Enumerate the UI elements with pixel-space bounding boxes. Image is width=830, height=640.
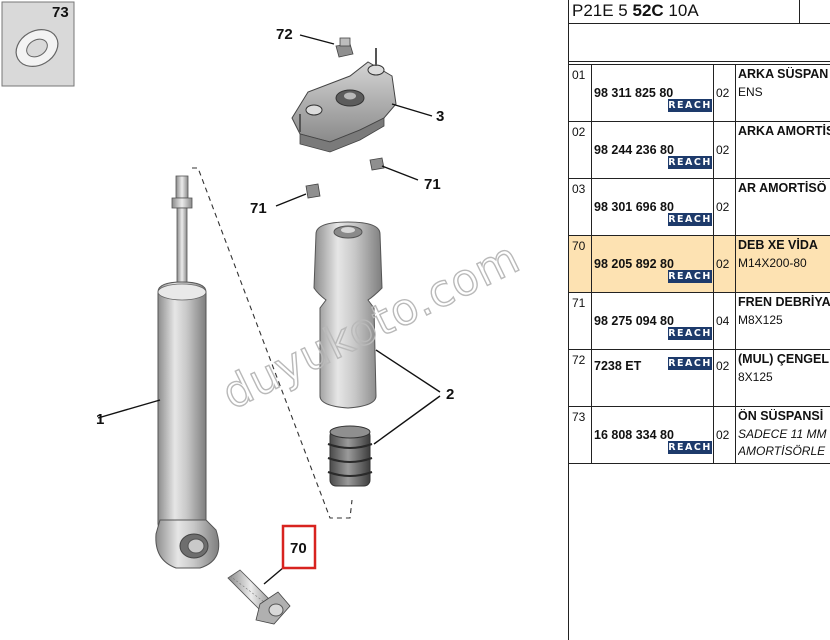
part-description: AR AMORTİSÖ [738, 181, 827, 195]
column-divider [735, 179, 736, 235]
assembly-guide-line [192, 167, 353, 519]
reach-badge: REACH [668, 357, 712, 370]
part-row[interactable]: 71 98 275 094 80 REACH 04 FREN DEBRİYA M… [569, 293, 830, 350]
exploded-diagram: 73 72 3 71 71 [1, 1, 529, 625]
part-row[interactable]: 01 98 311 825 80 REACH 02 ARKA SÜSPAN EN… [569, 65, 830, 122]
reach-badge: REACH [668, 270, 712, 283]
header-spacer [569, 24, 830, 62]
part-ref: 73 [572, 410, 586, 424]
part-description: ARKA AMORTİS [738, 124, 830, 138]
callout-71-right: 71 [424, 176, 441, 193]
part-number[interactable]: 98 311 825 80 [594, 86, 674, 100]
column-divider [713, 65, 714, 121]
part-row[interactable]: 70 98 205 892 80 REACH 02 DEB XE VİDA M1… [569, 236, 830, 293]
column-divider [713, 179, 714, 235]
part-qty: 02 [716, 143, 730, 157]
bump-stop: 2 [327, 386, 454, 487]
callout-72: 72 [276, 26, 293, 43]
column-divider [591, 179, 592, 235]
column-divider [591, 350, 592, 406]
part-ref: 71 [572, 296, 586, 310]
part-note-2: AMORTİSÖRLE [738, 444, 826, 458]
nut-71-right: 71 [369, 157, 441, 193]
part-ref: 01 [572, 68, 586, 82]
column-divider [713, 293, 714, 349]
column-divider [591, 65, 592, 121]
column-divider [591, 236, 592, 292]
reach-badge: REACH [668, 327, 712, 340]
parts-header: P21E 5 52C 10A [569, 0, 830, 24]
part-qty: 02 [716, 359, 730, 373]
header-rule [569, 62, 830, 65]
header-divider [799, 0, 800, 24]
callout-3: 3 [436, 108, 444, 125]
part-row[interactable]: 72 7238 ET REACH 02 (MUL) ÇENGEL 8X125 [569, 350, 830, 407]
parts-panel: P21E 5 52C 10A 01 98 311 825 80 REACH 02… [568, 0, 830, 640]
part-description: DEB XE VİDA [738, 238, 818, 252]
column-divider [713, 407, 714, 463]
part-number[interactable]: 98 205 892 80 [594, 257, 674, 271]
column-divider [713, 236, 714, 292]
column-divider [735, 122, 736, 178]
nut-71-left: 71 [250, 183, 321, 217]
catalog-code: P21E 5 52C 10A [572, 1, 699, 20]
part-ref: 72 [572, 353, 586, 367]
part-row[interactable]: 73 16 808 334 80 REACH 02 ÖN SÜSPANSİ SA… [569, 407, 830, 464]
part-note: 8X125 [738, 370, 773, 384]
part-qty: 02 [716, 257, 730, 271]
part-description: FREN DEBRİYA [738, 295, 830, 309]
reach-badge: REACH [668, 213, 712, 226]
part-note: ENS [738, 85, 763, 99]
top-mount: 3 [291, 48, 444, 153]
part-ref: 02 [572, 125, 586, 139]
part-number[interactable]: 98 244 236 80 [594, 143, 674, 157]
part-number[interactable]: 98 275 094 80 [594, 314, 674, 328]
column-divider [735, 407, 736, 463]
callout-2: 2 [446, 386, 454, 403]
column-divider [713, 122, 714, 178]
part-note: M8X125 [738, 313, 783, 327]
part-number[interactable]: 98 301 696 80 [594, 200, 674, 214]
column-divider [735, 65, 736, 121]
column-divider [591, 122, 592, 178]
part-ref: 03 [572, 182, 586, 196]
column-divider [591, 407, 592, 463]
callout-71-left: 71 [250, 200, 267, 217]
part-row[interactable]: 02 98 244 236 80 REACH 02 ARKA AMORTİS [569, 122, 830, 179]
part-row[interactable]: 03 98 301 696 80 REACH 02 AR AMORTİSÖ [569, 179, 830, 236]
bolt-70: 70 [227, 524, 317, 625]
column-divider [735, 293, 736, 349]
part-description: ARKA SÜSPAN [738, 67, 829, 81]
reach-badge: REACH [668, 441, 712, 454]
part-description: (MUL) ÇENGEL [738, 352, 829, 366]
washer-thumbnail: 73 [1, 1, 75, 87]
column-divider [713, 350, 714, 406]
part-qty: 02 [716, 200, 730, 214]
shock-absorber: 1 [96, 175, 220, 569]
nut-72: 72 [276, 26, 354, 58]
column-divider [591, 293, 592, 349]
part-note: SADECE 11 MM [738, 427, 827, 441]
part-number[interactable]: 16 808 334 80 [594, 428, 674, 442]
part-qty: 02 [716, 428, 730, 442]
part-note: M14X200-80 [738, 256, 807, 270]
column-divider [735, 236, 736, 292]
part-qty: 04 [716, 314, 730, 328]
callout-70: 70 [290, 540, 307, 557]
dust-boot [313, 221, 441, 409]
callout-1: 1 [96, 411, 104, 428]
part-description: ÖN SÜSPANSİ [738, 409, 824, 423]
part-qty: 02 [716, 86, 730, 100]
highlight-box-70 [281, 524, 317, 570]
reach-badge: REACH [668, 99, 712, 112]
reach-badge: REACH [668, 156, 712, 169]
callout-73: 73 [52, 4, 69, 21]
part-number[interactable]: 7238 ET [594, 359, 642, 373]
column-divider [735, 350, 736, 406]
part-ref: 70 [572, 239, 586, 253]
